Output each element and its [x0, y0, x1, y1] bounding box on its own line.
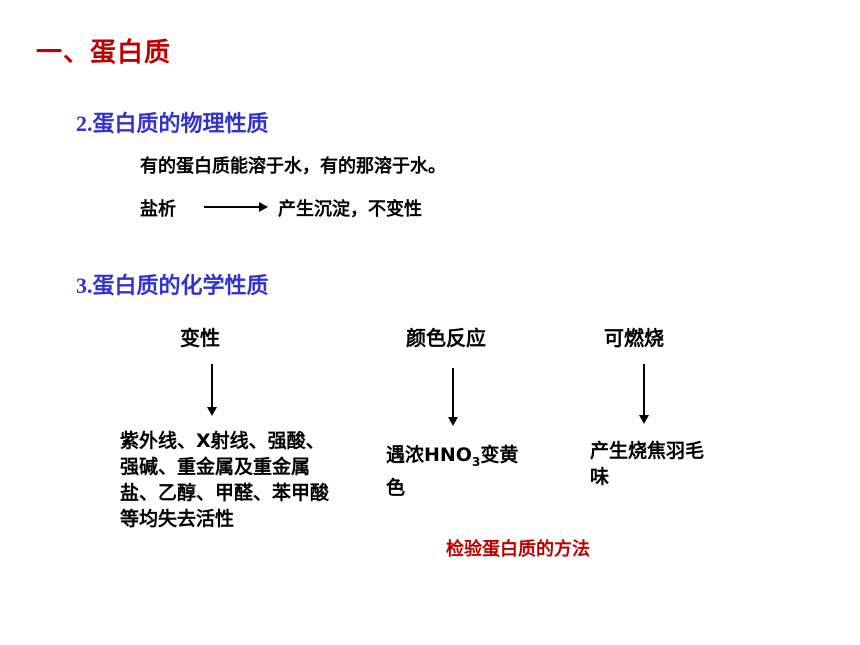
right-arrow-icon	[204, 202, 268, 212]
section3-title: 蛋白质的化学性质	[92, 274, 269, 299]
color-reaction-desc: 遇浓HNO3变黄色	[386, 442, 536, 501]
denaturation-desc: 紫外线、X射线、强酸、强碱、重金属及重金属盐、乙醇、甲醛、苯甲酸等均失去活性	[120, 430, 330, 530]
test-method-note: 检验蛋白质的方法	[446, 539, 590, 560]
combustion-label: 可燃烧	[604, 326, 664, 350]
page-title: 一、蛋白质	[36, 38, 172, 68]
section2-title: 蛋白质的物理性质	[92, 112, 269, 137]
section3-number: 3.	[76, 273, 93, 298]
combustion-desc: 产生烧焦羽毛味	[590, 440, 705, 488]
denaturation-label: 变性	[180, 326, 220, 350]
salting-out-label: 盐析	[140, 199, 176, 220]
salting-out-result: 产生沉淀，不变性	[278, 199, 422, 220]
color-reaction-desc-pre: 遇浓HNO	[386, 444, 472, 466]
color-reaction-desc-post: 变黄色	[386, 444, 519, 499]
solubility-text: 有的蛋白质能溶于水，有的那溶于水。	[140, 156, 446, 177]
down-arrow-icon	[448, 368, 458, 426]
section3-heading: 3.蛋白质的化学性质	[76, 268, 269, 300]
section2-number: 2.	[76, 111, 93, 136]
down-arrow-icon	[207, 364, 217, 416]
color-reaction-label: 颜色反应	[406, 326, 486, 350]
down-arrow-icon	[639, 364, 649, 424]
color-reaction-desc-sub: 3	[471, 454, 481, 469]
section2-heading: 2.蛋白质的物理性质	[76, 106, 269, 138]
